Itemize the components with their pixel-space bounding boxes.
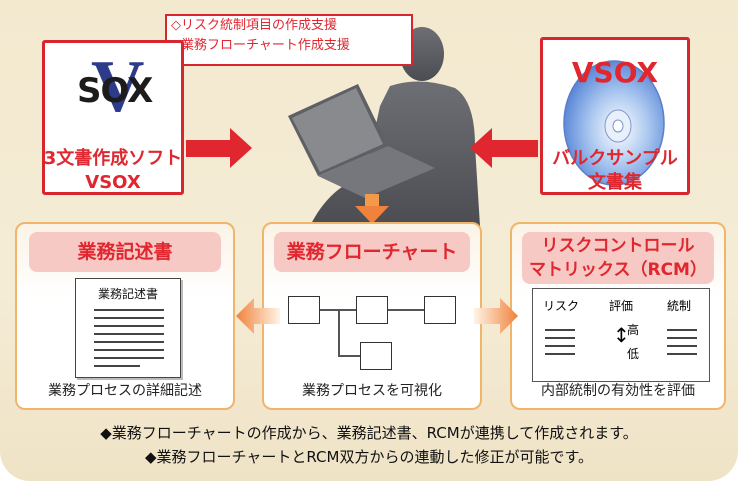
up-down-arrow-icon: ↕	[613, 323, 630, 347]
rcm-col-control: 統制	[667, 299, 692, 313]
flow-node	[360, 342, 392, 370]
card-footer: 業務プロセスの詳細記述	[48, 383, 202, 399]
document-line	[94, 349, 164, 351]
left-arrow-head	[230, 128, 252, 168]
right-arrow-shaft	[490, 140, 538, 157]
document-heading: 業務記述書	[97, 287, 158, 301]
flow-node	[424, 296, 456, 324]
rcm-line	[545, 337, 575, 339]
flow-connector	[388, 309, 424, 311]
flow-connector	[338, 309, 340, 356]
cd-disc-icon	[563, 60, 665, 186]
summary-line-1: ◆業務フローチャートの作成から、業務記述書、RCMが連携して作成されます。	[100, 424, 638, 442]
vsox-logo: V SOX	[75, 46, 155, 134]
card-footer: 業務プロセスを可視化	[302, 383, 442, 399]
document-line	[94, 317, 164, 319]
business-description-card: 業務記述書 業務記述書 業務プロセスの詳細記述	[15, 222, 235, 410]
document-line	[94, 365, 140, 367]
feature-callout: ◇リスク統制項目の作成支援 ◇業務フローチャート作成支援	[165, 14, 413, 66]
card-title: 業務フローチャート	[274, 232, 470, 272]
vsox-logo-v: V	[91, 46, 145, 128]
right-arrow-head	[470, 128, 492, 168]
card-footer: 内部統制の有効性を評価	[541, 383, 695, 399]
card-title-line2: マトリックス（RCM）	[529, 260, 707, 280]
callout-line-1: ◇リスク統制項目の作成支援	[171, 18, 337, 33]
flowchart-card: 業務フローチャート 業務プロセスを可視化	[262, 222, 482, 410]
card-title-line1: リスクコントロール	[541, 236, 695, 256]
rcm-col-risk: リスク	[543, 299, 580, 313]
card-title: 業務記述書	[29, 232, 221, 272]
disc-title: VSOX	[571, 56, 659, 89]
document-line	[94, 325, 164, 327]
document-line	[94, 333, 164, 335]
document-line	[94, 341, 164, 343]
rcm-line	[545, 353, 575, 355]
rcm-high: 高	[627, 323, 640, 337]
summary-line-2: ◆業務フローチャートとRCM双方からの連動した修正が可能です。	[145, 448, 593, 466]
rcm-table-icon: リスク 評価 統制 ↕ 高 低	[532, 288, 710, 382]
flow-node	[288, 296, 320, 324]
callout-line-2: ◇業務フローチャート作成支援	[171, 38, 350, 53]
document-line	[94, 309, 164, 311]
document-line	[94, 357, 164, 359]
bulk-label-line2: 文書集	[588, 172, 642, 193]
rcm-low: 低	[627, 347, 640, 361]
rcm-line	[667, 353, 697, 355]
rcm-line	[545, 329, 575, 331]
left-arrow-shaft	[186, 140, 232, 157]
flowchart-diagram	[264, 224, 484, 412]
down-arrow-icon	[355, 194, 389, 224]
bulk-label-line1: バルクサンプル	[552, 148, 678, 169]
document-icon: 業務記述書	[75, 278, 181, 378]
rcm-line	[545, 345, 575, 347]
rcm-line	[667, 329, 697, 331]
flow-connector	[338, 355, 360, 357]
rcm-card: リスクコントロール マトリックス（RCM） リスク 評価 統制 ↕ 高 低 内部…	[510, 222, 726, 410]
card-title: リスクコントロール マトリックス（RCM）	[522, 232, 714, 284]
rcm-col-eval: 評価	[609, 299, 634, 313]
vsox-logo-sox: SOX	[77, 71, 153, 111]
vsox-label-line1: 3文書作成ソフト	[43, 148, 183, 169]
vsox-label-line2: VSOX	[85, 172, 141, 193]
vsox-software-label: 3文書作成ソフト VSOX	[42, 147, 184, 195]
right-orange-arrow	[474, 298, 518, 334]
person-laptop-silhouette	[288, 27, 480, 226]
rcm-line	[667, 337, 697, 339]
rcm-line	[667, 345, 697, 347]
bulk-sample-label: バルクサンプル 文書集	[540, 147, 690, 195]
vsox-software-box: V SOX	[42, 40, 184, 195]
left-orange-arrow	[236, 298, 280, 334]
flow-node	[356, 296, 388, 324]
